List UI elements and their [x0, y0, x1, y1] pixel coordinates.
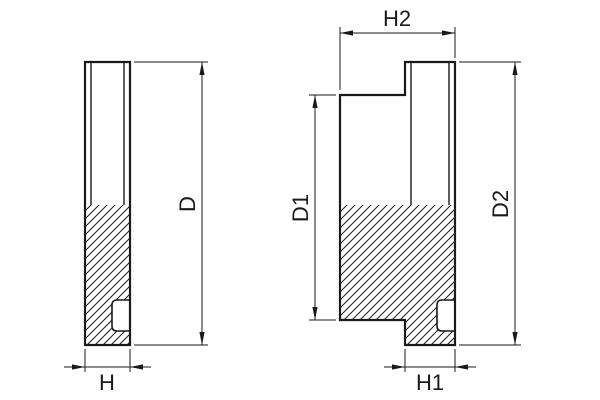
- arrowhead-left: [72, 364, 85, 370]
- arrowhead-bottom: [199, 332, 205, 345]
- dimension-label-d1: D1: [288, 194, 313, 222]
- arrowhead-top: [199, 62, 205, 75]
- dimension-label-h2: H2: [383, 6, 411, 31]
- right-view: [338, 60, 457, 347]
- left-view-oring-groove: [111, 299, 130, 332]
- arrowhead-left: [340, 30, 353, 36]
- arrowhead-right: [442, 30, 455, 36]
- dimension-d2: D2: [459, 61, 521, 346]
- arrowhead-top: [312, 95, 318, 108]
- right-view-oring-groove: [436, 299, 455, 332]
- right-view-outline: [338, 60, 457, 347]
- dimension-d1: D1: [288, 94, 336, 321]
- arrowhead-right: [455, 364, 468, 370]
- dimension-label-h1: H1: [416, 370, 444, 395]
- left-view: [83, 60, 132, 347]
- dimension-label-d: D: [175, 196, 200, 212]
- arrowhead-top: [512, 62, 518, 75]
- dimension-label-h: H: [99, 370, 115, 395]
- dimension-label-d2: D2: [488, 190, 513, 218]
- dimension-d: D: [134, 61, 208, 346]
- arrowhead-bottom: [512, 332, 518, 345]
- dimension-h2: H2: [339, 6, 456, 90]
- dimension-h: H: [64, 349, 151, 395]
- arrowhead-bottom: [312, 307, 318, 320]
- right-view-hatch: [340, 205, 455, 345]
- arrowhead-right: [130, 364, 143, 370]
- left-view-outline: [83, 60, 132, 347]
- arrowhead-left: [392, 364, 405, 370]
- dimension-h1: H1: [384, 349, 476, 395]
